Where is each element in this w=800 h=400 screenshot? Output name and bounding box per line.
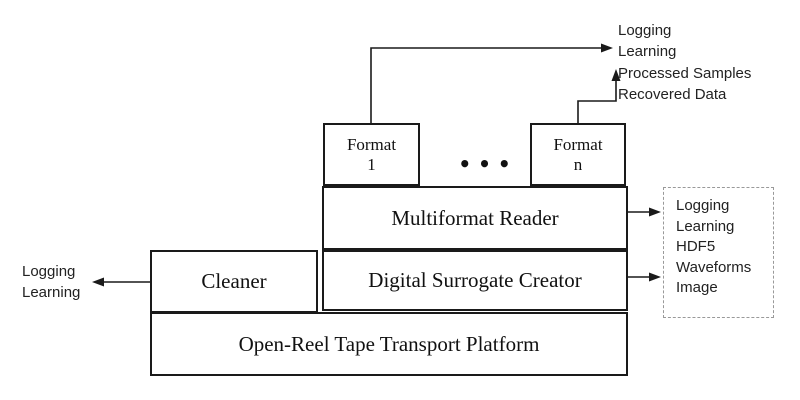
block-format-n-label-line2: n	[573, 154, 583, 174]
block-cleaner: Cleaner	[150, 250, 318, 313]
label-format-n-line2: Recovered Data	[618, 86, 727, 103]
label-reader-top-outputs: Logging Learning	[618, 20, 676, 62]
block-digital-surrogate-creator-label: Digital Surrogate Creator	[368, 268, 582, 293]
block-format-1: Format 1	[323, 123, 420, 186]
block-tape-transport-platform-label: Open-Reel Tape Transport Platform	[238, 331, 540, 356]
dashed-output-item: HDF5	[676, 238, 716, 255]
dashed-output-item: Waveforms	[676, 258, 752, 276]
label-cleaner-outputs: Logging Learning	[22, 261, 80, 303]
label-cleaner-line1: Logging	[22, 263, 76, 280]
dashed-output-item: Image	[676, 279, 718, 296]
label-cleaner-line2: Learning	[22, 284, 81, 301]
dashed-outputs-box: Logging Learning HDF5 Waveforms Image	[663, 187, 774, 318]
block-format-n: Format n	[530, 123, 626, 186]
arrowhead-up-processed	[611, 69, 621, 81]
dashed-output-item: Logging	[676, 197, 730, 214]
arrowhead-left-cleaner	[92, 277, 104, 287]
label-reader-top-line2: Learning	[618, 43, 677, 60]
block-cleaner-label: Cleaner	[201, 269, 267, 294]
arrow-formatn-to-processed	[577, 79, 617, 124]
block-digital-surrogate-creator: Digital Surrogate Creator	[322, 250, 628, 311]
dashed-output-item: Learning	[676, 217, 735, 235]
arrow-format1-to-logging	[370, 47, 603, 124]
label-reader-top-line1: Logging	[618, 22, 672, 39]
label-format-n-outputs: Processed Samples Recovered Data	[618, 63, 751, 105]
block-format-1-label-line2: 1	[367, 154, 376, 174]
block-tape-transport-platform: Open-Reel Tape Transport Platform	[150, 312, 628, 376]
block-format-1-label-line1: Format	[346, 134, 397, 154]
arrowhead-right-reader	[649, 207, 661, 217]
arrowhead-right-dsc	[649, 272, 661, 282]
label-format-n-line1: Processed Samples	[618, 65, 752, 82]
more-formats-ellipsis: •••	[458, 152, 518, 176]
block-format-n-label-line1: Format	[553, 134, 603, 154]
block-multiformat-reader: Multiformat Reader	[322, 186, 628, 250]
arrowhead-right-logging	[601, 43, 613, 53]
block-multiformat-reader-label: Multiformat Reader	[391, 205, 559, 230]
